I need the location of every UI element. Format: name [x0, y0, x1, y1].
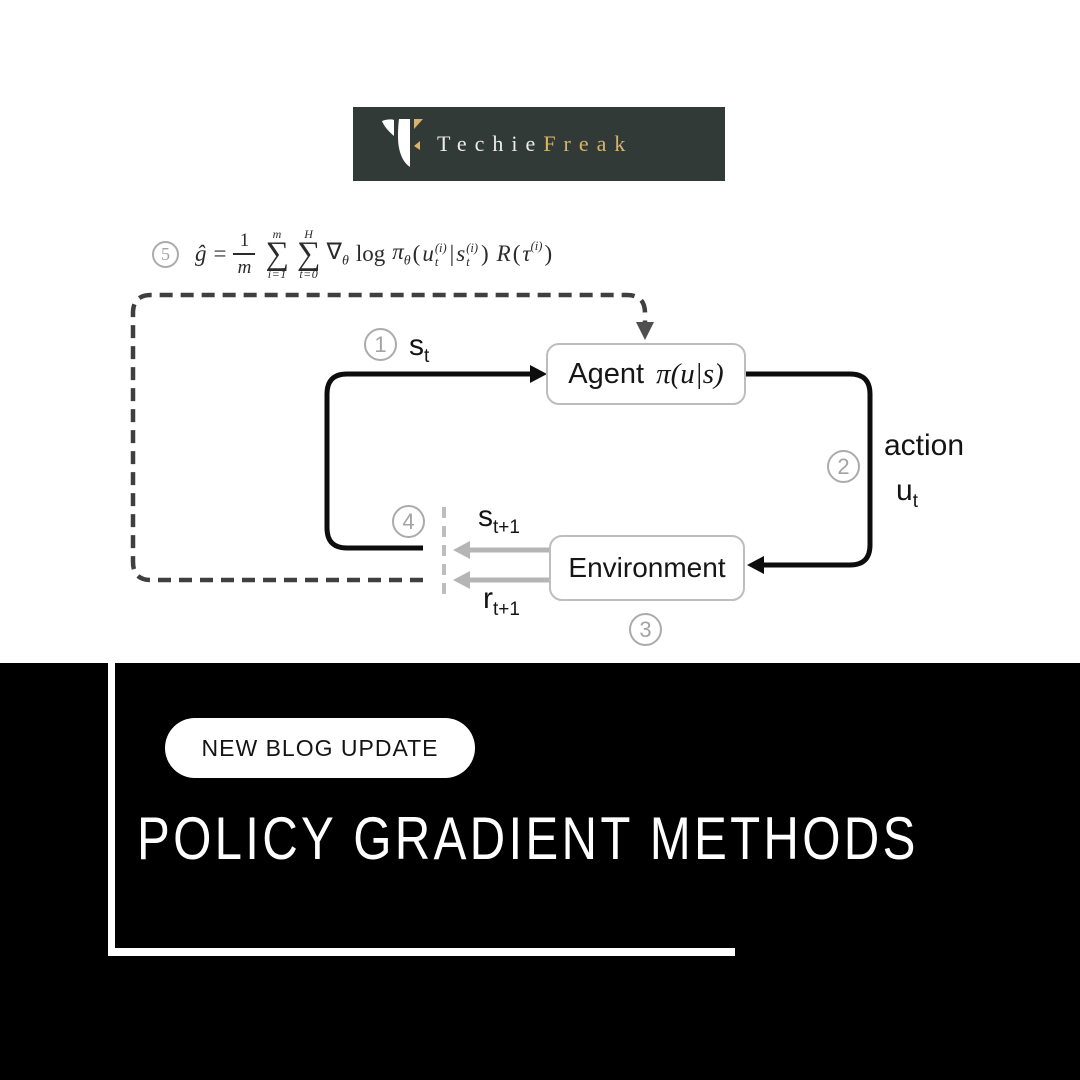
formula-u: u	[422, 241, 434, 266]
formula-equals: =	[213, 241, 227, 266]
sigma-icon: ∑	[265, 235, 290, 272]
state-label: st	[409, 329, 430, 367]
formula-tau: τ	[522, 241, 531, 266]
diagram-flow-lines	[130, 292, 873, 601]
formula-sum-i: m ∑ i=1	[265, 228, 289, 280]
formula-fraction: 1 m	[233, 230, 256, 278]
formula-R: R	[496, 241, 511, 266]
agent-box: Agent π(u|s)	[546, 343, 746, 405]
action-arrowhead-icon	[747, 556, 764, 574]
formula-pi: πθ	[392, 238, 411, 269]
environment-box: Environment	[549, 535, 745, 601]
formula-s: s	[456, 241, 466, 266]
environment-label: Environment	[568, 552, 726, 583]
sum-t-lower: t=0	[299, 267, 319, 282]
agent-label: Agent	[568, 357, 645, 390]
logo-monogram-icon	[382, 119, 423, 167]
brand-first: Techie	[437, 131, 544, 156]
reward-label: rt+1	[483, 582, 520, 620]
step-badge-2: 2	[827, 450, 860, 483]
brand-name: TechieFreak	[437, 131, 633, 157]
formula-tau-sup: (i)	[530, 238, 543, 253]
new-blog-badge: NEW BLOG UPDATE	[165, 718, 475, 778]
formula-nabla: ∇θ	[326, 238, 349, 269]
fraction-bar	[233, 253, 256, 255]
formula-frac-num: 1	[239, 230, 250, 251]
next-state-arrowhead-icon	[453, 541, 470, 559]
action-loop-path	[745, 371, 873, 568]
step-badge-1: 1	[364, 328, 397, 361]
agent-policy: π(u|s)	[656, 357, 724, 390]
techiefreak-logo: TechieFreak	[353, 107, 725, 181]
step-badge-3: 3	[629, 613, 662, 646]
policy-gradient-formula: 5 ĝ = 1 m m ∑ i=1 H ∑ t=0 ∇θ log πθ ( u …	[152, 222, 552, 286]
brand-second: Freak	[543, 131, 634, 156]
update-arrowhead-icon	[636, 322, 654, 340]
formula-sum-t: H ∑ t=0	[297, 228, 321, 280]
formula-bar: |	[449, 241, 455, 266]
sum-t-upper: H	[304, 226, 314, 241]
decor-frame	[108, 663, 735, 956]
sum-i-upper: m	[272, 226, 282, 241]
sigma-icon: ∑	[297, 235, 321, 272]
page-title: POLICY GRADIENT METHODS	[137, 805, 919, 872]
next-state-label: st+1	[478, 500, 520, 538]
state-arrowhead-icon	[530, 365, 547, 383]
formula-frac-den: m	[237, 257, 252, 278]
formula-u-scripts: (i) t	[434, 240, 447, 269]
formula-s-scripts: (i) t	[466, 240, 478, 269]
state-loop-path	[324, 371, 530, 551]
formula-tau-close: )	[544, 241, 553, 266]
step-badge-4: 4	[392, 505, 425, 538]
step-badge-5: 5	[152, 240, 179, 268]
bottom-banner: NEW BLOG UPDATE POLICY GRADIENT METHODS	[0, 663, 1080, 1080]
sum-i-lower: i=1	[267, 267, 287, 282]
formula-open-paren: (	[412, 241, 421, 266]
formula-tau-open: (	[512, 241, 521, 266]
action-symbol-label: ut	[896, 474, 918, 512]
update-loop-dashed-path	[130, 292, 648, 583]
formula-ghat: ĝ	[195, 241, 207, 266]
formula-log: log	[355, 241, 386, 266]
formula-close-paren: )	[481, 241, 489, 266]
reward-arrowhead-icon	[453, 571, 470, 589]
action-word-label: action	[884, 429, 965, 462]
